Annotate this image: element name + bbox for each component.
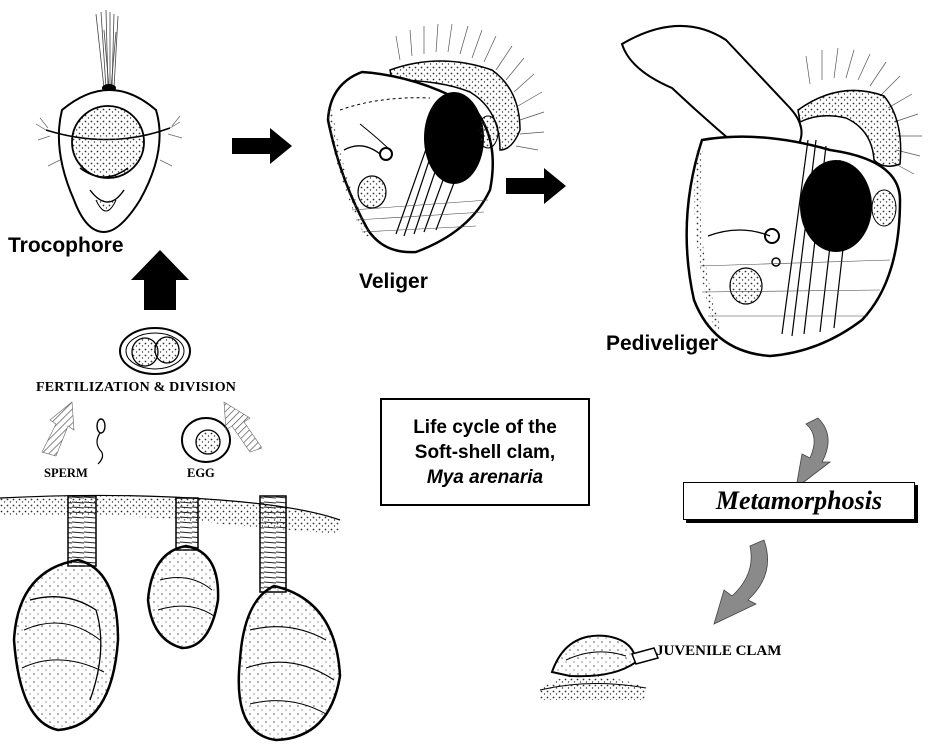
sperm-label: SPERM [44, 466, 88, 481]
gray-curved-arrow-icon [714, 540, 768, 624]
dividing-egg [120, 328, 190, 374]
adult-clam-left [14, 496, 118, 730]
egg-cell [182, 418, 230, 462]
title-line-2: Soft-shell clam, [415, 440, 555, 465]
fertilization-label: FERTILIZATION & DIVISION [36, 380, 236, 396]
title-line-1: Life cycle of the [413, 415, 557, 440]
sperm-cell [97, 419, 105, 464]
metamorphosis-label: Metamorphosis [683, 482, 915, 520]
egg-label: EGG [187, 466, 215, 481]
black-arrow-right-icon [506, 168, 566, 204]
title-species-name: Mya arenaria [427, 465, 543, 490]
pediveliger-larva [622, 26, 922, 356]
veliger-larva [328, 24, 544, 252]
juvenile-clam [540, 636, 658, 700]
gray-curved-arrow-icon [796, 418, 830, 488]
sediment-surface [0, 495, 340, 534]
trocophore-label: Trocophore [8, 234, 124, 258]
pediveliger-label: Pediveliger [606, 332, 718, 356]
black-arrow-up-icon [131, 250, 189, 310]
hatched-arrow-icon [42, 402, 74, 456]
title-box: Life cycle of the Soft-shell clam, Mya a… [380, 398, 590, 506]
trocophore-larva [36, 10, 182, 232]
juvenile-clam-label: JUVENILE CLAM [656, 643, 781, 660]
veliger-label: Veliger [359, 270, 428, 294]
black-arrow-right-icon [232, 128, 292, 164]
